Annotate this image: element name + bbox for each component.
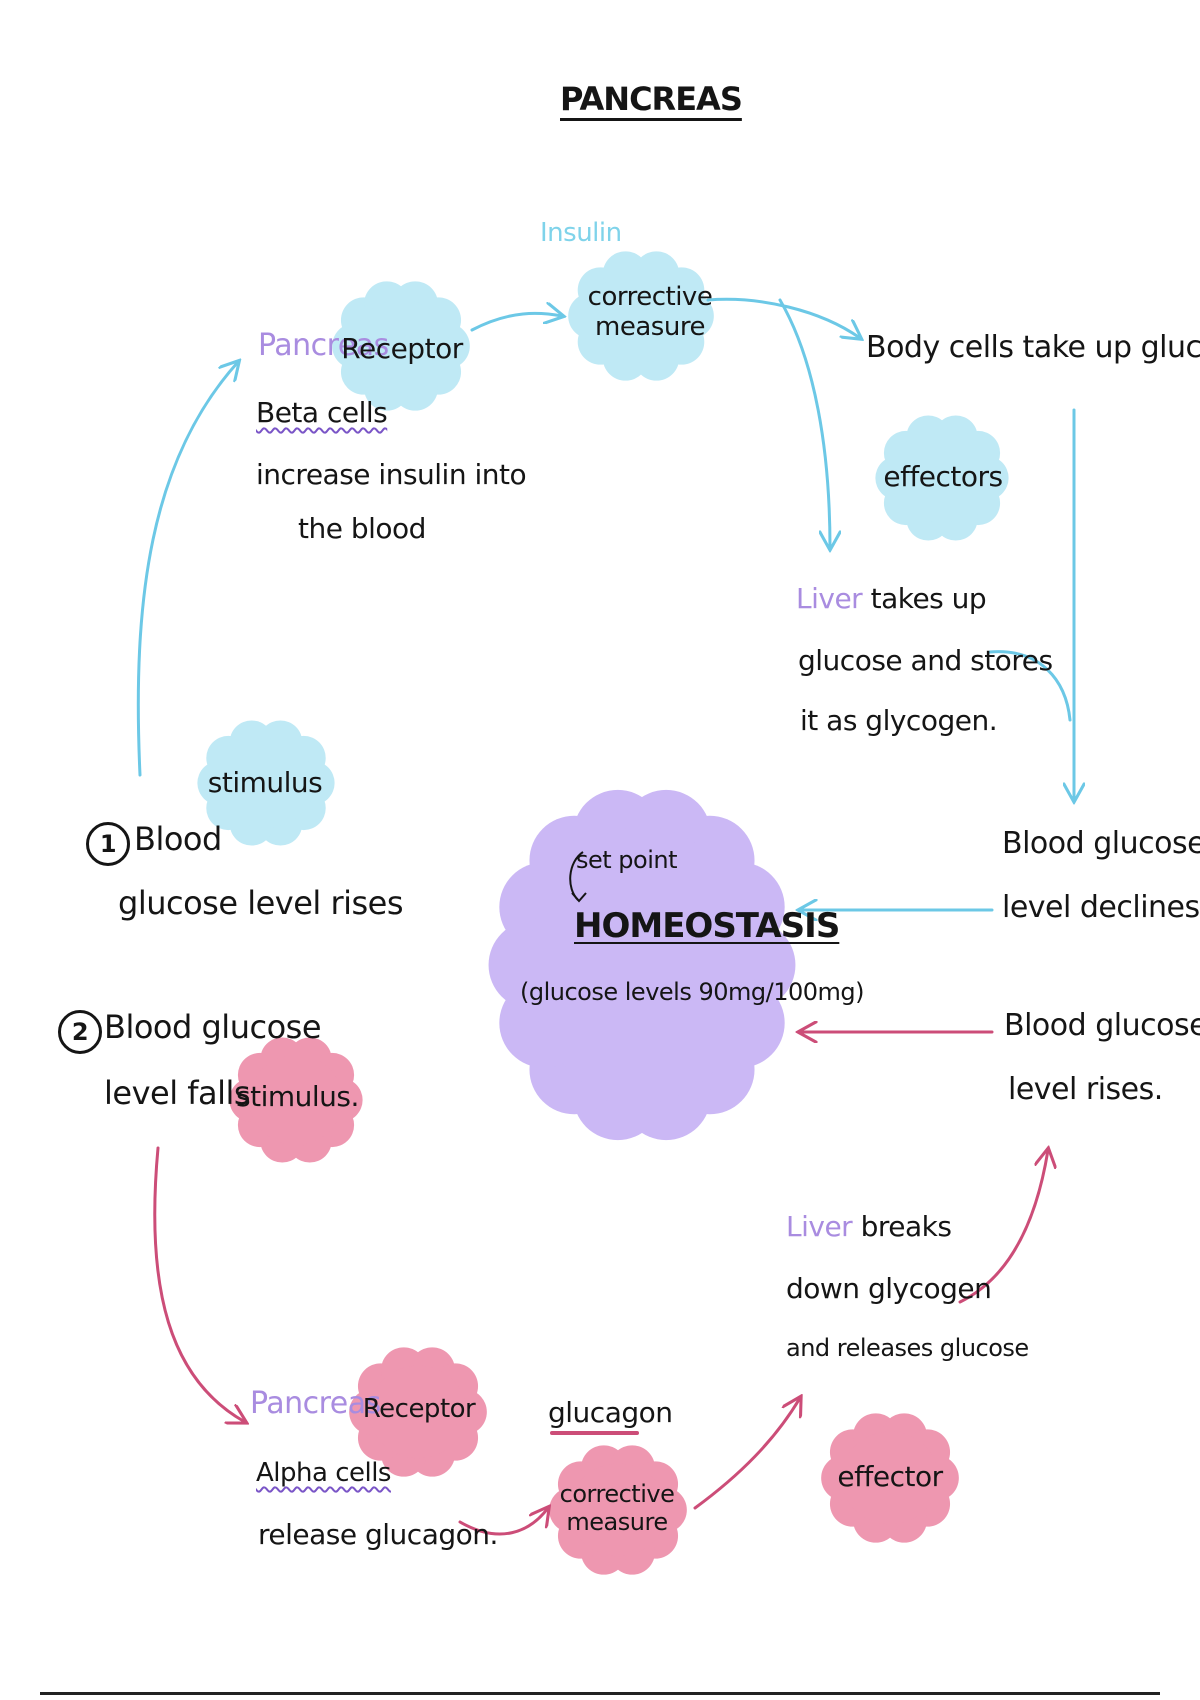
liver-word-bottom: Liver bbox=[786, 1210, 853, 1243]
glucagon-label: glucagon bbox=[548, 1396, 673, 1429]
corrective-measure-top: corrective measure bbox=[585, 282, 715, 342]
stimulus-cloud-2 bbox=[229, 1037, 363, 1163]
effectors-label: effectors bbox=[883, 460, 1003, 493]
arrow-receptor-to-corrective bbox=[470, 313, 562, 332]
arrow-corrective-to-bodycells bbox=[706, 297, 860, 338]
beta-text-line2: the blood bbox=[298, 512, 426, 545]
declines-line1: Blood glucose bbox=[1002, 826, 1200, 861]
stimulus-1-label: stimulus bbox=[207, 766, 323, 799]
beta-text-line1: increase insulin into bbox=[256, 458, 527, 491]
rises-line1: Blood glucose bbox=[1004, 1008, 1200, 1043]
step-number-2: 2 bbox=[58, 1010, 102, 1054]
page-title: PANCREAS bbox=[560, 80, 743, 118]
arrow-liver-to-declines bbox=[988, 650, 1072, 722]
liver-text-top-line1: Liver takes up bbox=[796, 582, 987, 615]
page-bottom-rule bbox=[40, 1692, 1160, 1695]
homeostasis-title: HOMEOSTASIS bbox=[574, 906, 840, 946]
body-cells-text: Body cells take up glucose bbox=[866, 330, 1200, 365]
receptor-label-top: Receptor bbox=[341, 332, 463, 365]
corrective-measure-bottom: corrective measure bbox=[556, 1480, 678, 1536]
effectors-cloud bbox=[875, 415, 1009, 541]
liver-takes-up: takes up bbox=[870, 582, 987, 615]
declines-line2: level declines. bbox=[1002, 890, 1200, 925]
homeostasis-subtitle: (glucose levels 90mg/100mg) bbox=[520, 978, 864, 1006]
corrective-line2-bottom: measure bbox=[566, 1508, 668, 1536]
rises-line2: level rises. bbox=[1008, 1072, 1163, 1107]
insulin-label: Insulin bbox=[540, 218, 622, 248]
arrow-corrective-to-liver bbox=[778, 298, 830, 548]
step-number-1: 1 bbox=[86, 822, 130, 866]
liver-text-bottom-line3: and releases glucose bbox=[786, 1334, 1029, 1362]
receptor-cloud-top bbox=[332, 281, 470, 411]
liver-text-top-line2: glucose and stores bbox=[798, 644, 1053, 677]
liver-text-bottom-line2: down glycogen bbox=[786, 1272, 992, 1305]
beta-cells-label: Beta cells bbox=[256, 396, 388, 429]
effector-label: effector bbox=[837, 1460, 943, 1493]
alpha-cells-label: Alpha cells bbox=[256, 1458, 391, 1488]
liver-word-top: Liver bbox=[796, 582, 863, 615]
stimulus-1-line1: Blood bbox=[134, 820, 222, 858]
stimulus-1-line2: glucose level rises bbox=[118, 884, 404, 922]
arrow-stimulus2-to-receptor bbox=[153, 1146, 245, 1422]
pancreas-label-bottom: Pancreas bbox=[250, 1386, 381, 1421]
corrective-line2-top: measure bbox=[595, 312, 705, 342]
stimulus-cloud-1 bbox=[197, 720, 335, 846]
arrow-alpha-to-corrective bbox=[458, 1508, 548, 1536]
arrow-liver-to-rises bbox=[958, 1150, 1048, 1304]
corrective-cloud-top bbox=[568, 251, 714, 381]
receptor-cloud-bottom bbox=[349, 1347, 487, 1477]
receptor-label-bottom: Receptor bbox=[362, 1394, 476, 1424]
liver-breaks: breaks bbox=[860, 1210, 952, 1243]
effector-cloud bbox=[821, 1413, 959, 1543]
set-point-label: set point bbox=[576, 846, 678, 874]
homeostasis-cloud bbox=[488, 789, 796, 1141]
stimulus-2-line2: level falls bbox=[104, 1074, 251, 1112]
pancreas-label-top: Pancreas bbox=[258, 328, 389, 363]
corrective-line1-top: corrective bbox=[587, 282, 713, 312]
corrective-cloud-bottom bbox=[549, 1445, 687, 1575]
alpha-text: release glucagon. bbox=[258, 1518, 498, 1551]
liver-text-top-line3: it as glycogen. bbox=[800, 704, 998, 737]
stimulus-2-line1: Blood glucose bbox=[104, 1008, 322, 1046]
arrow-corrective-to-liver bbox=[693, 1398, 800, 1510]
arrow-stimulus1-to-receptor bbox=[136, 362, 238, 777]
liver-text-bottom-line1: Liver breaks bbox=[786, 1210, 952, 1243]
stimulus-2-label: stimulus. bbox=[236, 1080, 359, 1113]
corrective-line1-bottom: corrective bbox=[559, 1480, 675, 1508]
